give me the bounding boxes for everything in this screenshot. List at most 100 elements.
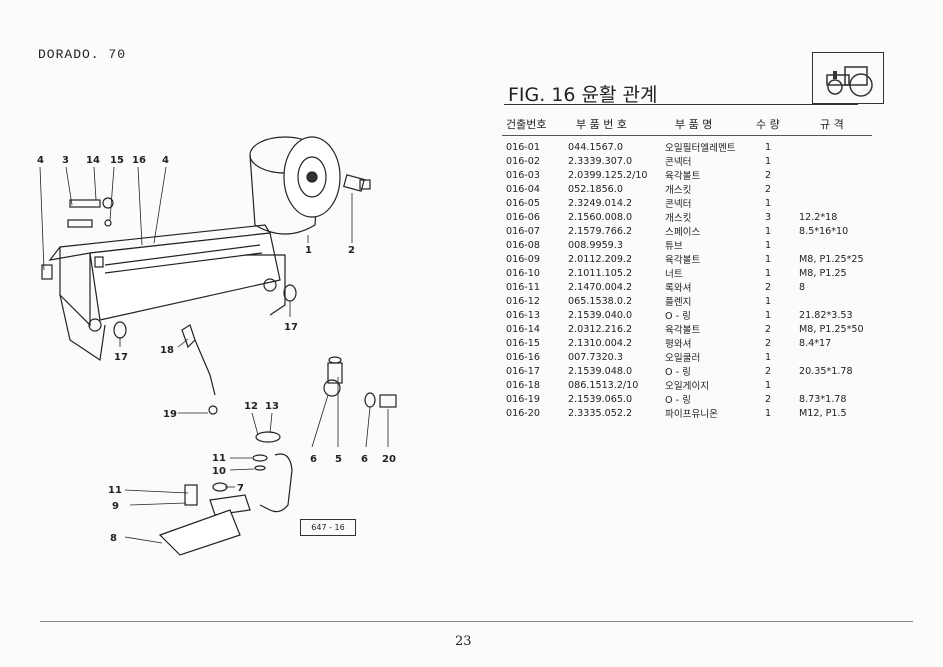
part-number: 044.1567.0 xyxy=(568,141,623,153)
part-spec: 20.35*1.78 xyxy=(799,365,853,377)
part-spec: M8, P1.25*50 xyxy=(799,323,864,335)
part-qty: 2 xyxy=(765,337,772,349)
table-header: 건출번호 부 품 번 호 부 품 명 수 량 규 격 xyxy=(500,116,870,134)
title-rule xyxy=(504,104,858,105)
callout-11b: 11 xyxy=(108,485,122,496)
callout-13: 13 xyxy=(265,401,279,412)
col-head-name: 부 품 명 xyxy=(675,118,713,131)
callout-20: 20 xyxy=(382,454,396,465)
part-spec: 8 xyxy=(799,281,806,293)
part-code: 016-05 xyxy=(506,197,540,209)
part-number: 2.1011.105.2 xyxy=(568,267,633,279)
part-name: 오일게이지 xyxy=(665,381,710,392)
callout-18: 18 xyxy=(160,345,174,356)
callout-5: 5 xyxy=(335,454,342,465)
col-head-code: 건출번호 xyxy=(506,118,547,131)
part-qty: 1 xyxy=(765,407,772,419)
callout-12: 12 xyxy=(244,401,258,412)
part-code: 016-12 xyxy=(506,295,540,307)
part-name: 오일쿨러 xyxy=(665,353,701,364)
part-spec: M8, P1.25*25 xyxy=(799,253,864,265)
part-code: 016-16 xyxy=(506,351,540,363)
callout-19: 19 xyxy=(163,409,177,420)
callout-2: 2 xyxy=(348,245,355,256)
part-number: 086.1513.2/10 xyxy=(568,379,639,391)
dipstick-drawing xyxy=(181,324,218,415)
oil-cooler-drawing xyxy=(41,224,286,362)
part-code: 016-08 xyxy=(506,239,540,251)
part-code: 016-09 xyxy=(506,253,540,265)
part-spec xyxy=(799,168,876,182)
part-spec xyxy=(799,294,876,308)
part-number: 2.3249.014.2 xyxy=(568,197,633,209)
part-spec: M12, P1.5 xyxy=(799,407,847,419)
part-number: 2.1579.766.2 xyxy=(568,225,633,237)
part-number: 2.1539.048.0 xyxy=(568,365,633,377)
suction-pipe-drawing xyxy=(158,453,293,556)
part-code: 016-06 xyxy=(506,211,540,223)
part-code: 016-15 xyxy=(506,337,540,349)
callout-10: 10 xyxy=(212,466,226,477)
part-name: 개스킷 xyxy=(665,213,692,224)
part-qty: 1 xyxy=(765,141,772,153)
callout-3: 3 xyxy=(62,155,69,166)
part-name: 튜브 xyxy=(665,241,683,252)
part-qty: 1 xyxy=(765,225,772,237)
part-qty: 2 xyxy=(765,323,772,335)
part-name: 육각볼트 xyxy=(665,171,701,182)
callout-11a: 11 xyxy=(212,453,226,464)
callout-4b: 4 xyxy=(162,155,169,166)
part-qty: 1 xyxy=(765,351,772,363)
part-name: O - 링 xyxy=(665,367,691,378)
part-name: 콘넥터 xyxy=(665,199,692,210)
part-name: 플렌지 xyxy=(665,297,692,308)
oil-filter-drawing xyxy=(249,136,341,235)
col-head-qty: 수 량 xyxy=(756,118,780,131)
part-name: 육각볼트 xyxy=(665,325,701,336)
part-spec: 8.5*16*10 xyxy=(799,225,849,237)
document-model: DORADO. 70 xyxy=(38,47,127,62)
callout-7: 7 xyxy=(237,483,244,494)
part-qty: 2 xyxy=(765,393,772,405)
callout-6a: 6 xyxy=(310,454,317,465)
part-qty: 1 xyxy=(765,295,772,307)
part-spec xyxy=(799,154,876,168)
part-code: 016-19 xyxy=(506,393,540,405)
part-spec xyxy=(799,196,876,210)
part-number: 2.1560.008.0 xyxy=(568,211,633,223)
tractor-icon xyxy=(826,66,873,97)
tractor-logo xyxy=(812,52,884,104)
col-head-partno: 부 품 번 호 xyxy=(576,118,627,131)
part-number: 2.1310.004.2 xyxy=(568,337,633,349)
part-name: 파이프유니온 xyxy=(665,409,718,420)
part-qty: 2 xyxy=(765,281,772,293)
callout-6b: 6 xyxy=(361,454,368,465)
part-spec xyxy=(799,182,876,196)
part-code: 016-10 xyxy=(506,267,540,279)
washer-drawing xyxy=(255,431,281,443)
part-name: 콘넥터 xyxy=(665,157,692,168)
part-code: 016-04 xyxy=(506,183,540,195)
col-head-spec: 규 격 xyxy=(820,118,844,131)
callout-9: 9 xyxy=(112,501,119,512)
part-number: 008.9959.3 xyxy=(568,239,623,251)
part-name: 너트 xyxy=(665,269,683,280)
part-qty: 1 xyxy=(765,155,772,167)
part-code: 016-03 xyxy=(506,169,540,181)
part-number: 2.0312.216.2 xyxy=(568,323,633,335)
part-code: 016-01 xyxy=(506,141,540,153)
part-qty: 2 xyxy=(765,169,772,181)
